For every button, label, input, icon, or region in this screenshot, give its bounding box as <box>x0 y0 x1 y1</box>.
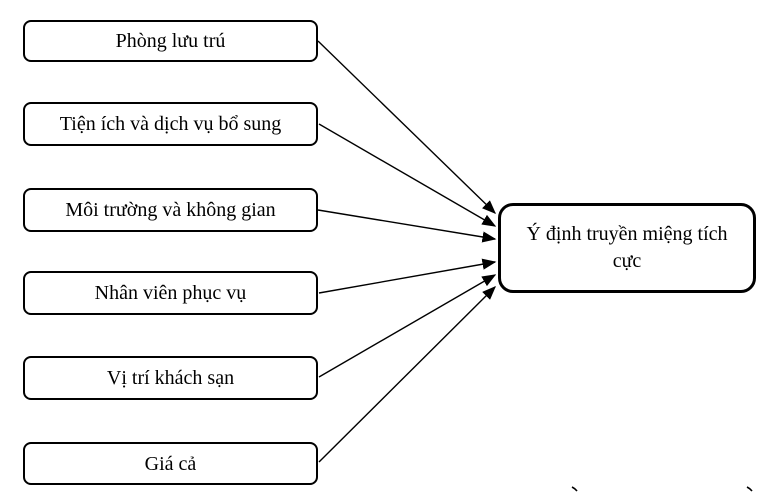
factor-box-nhan-vien-phuc-vu: Nhân viên phục vụ <box>23 271 318 315</box>
arrow-factor5-to-outcome <box>318 274 497 378</box>
arrow-factor1-to-outcome <box>317 40 497 214</box>
factor-box-vi-tri-khach-san: Vị trí khách sạn <box>23 356 318 400</box>
factor-label: Môi trường và không gian <box>65 199 276 221</box>
arrow-factor6-to-outcome <box>318 286 496 463</box>
cutoff-caption-fragment <box>571 486 578 492</box>
factor-label: Phòng lưu trú <box>115 30 226 52</box>
factor-label: Vị trí khách sạn <box>106 367 235 389</box>
factor-label: Tiện ích và dịch vụ bổ sung <box>59 113 282 135</box>
cutoff-caption-fragment <box>746 486 753 492</box>
factor-label: Giá cả <box>144 452 197 475</box>
arrow-factor4-to-outcome <box>318 258 497 294</box>
factor-label: Nhân viên phục vụ <box>94 282 247 304</box>
arrow-factor3-to-outcome <box>317 209 497 243</box>
factor-box-moi-truong-khong-gian: Môi trường và không gian <box>23 188 318 232</box>
factor-box-tien-ich-dich-vu: Tiện ích và dịch vụ bổ sung <box>23 102 318 146</box>
outcome-box-y-dinh-truyen-mieng: Ý định truyền miệng tích cực <box>498 203 756 293</box>
outcome-label: Ý định truyền miệng tích cực <box>526 223 728 272</box>
factor-box-phong-luu-tru: Phòng lưu trú <box>23 20 318 62</box>
arrow-factor2-to-outcome <box>318 123 497 227</box>
factor-box-gia-ca: Giá cả <box>23 442 318 485</box>
